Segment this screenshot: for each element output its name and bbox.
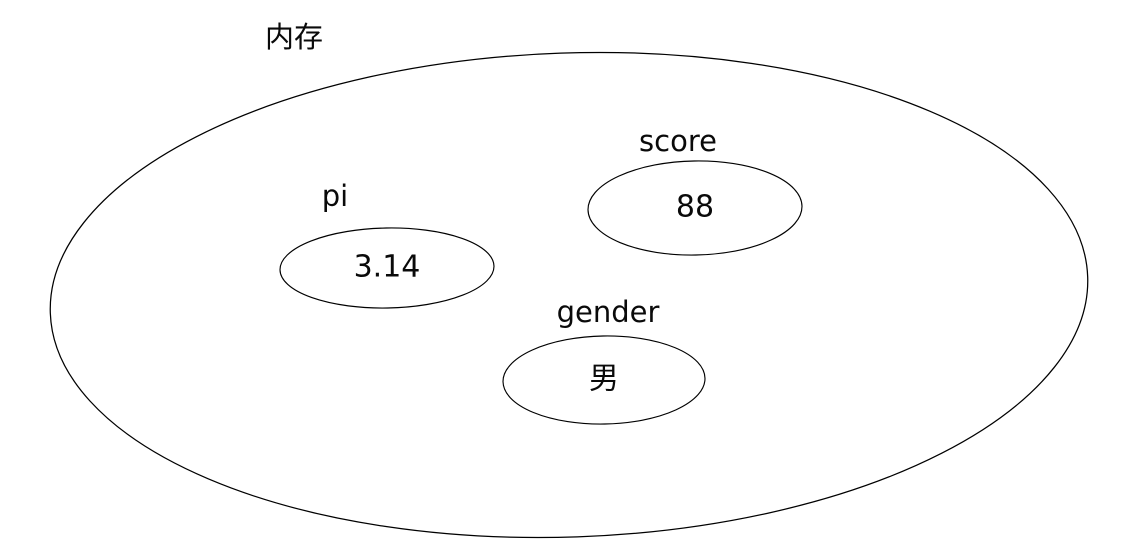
variable-ellipse-score	[587, 160, 803, 256]
variable-ellipse-gender	[502, 335, 706, 425]
memory-container-label: 内存	[265, 20, 323, 54]
variable-value-pi: 3.14	[354, 250, 421, 285]
variable-label-pi: pi	[322, 179, 348, 213]
variable-ellipse-pi	[279, 227, 495, 309]
variable-value-gender: 男	[589, 362, 619, 397]
variable-value-score: 88	[676, 190, 714, 225]
variable-label-gender: gender	[557, 295, 660, 329]
memory-container-ellipse	[49, 51, 1089, 539]
variable-label-score: score	[639, 124, 717, 158]
